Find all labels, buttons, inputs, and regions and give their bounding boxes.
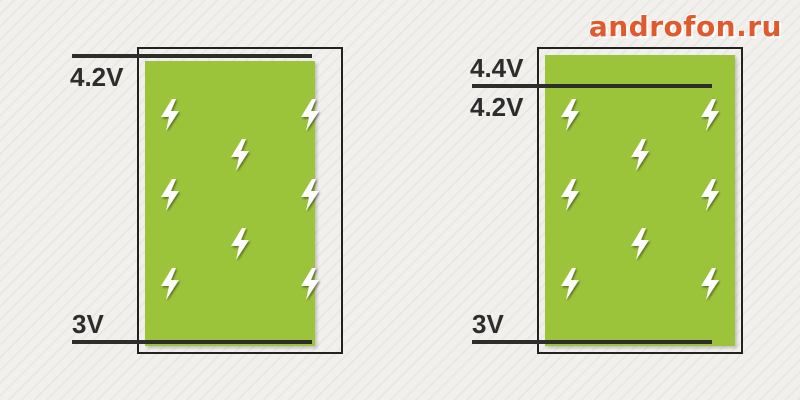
right-mid-voltage-label: 4.2V <box>470 92 524 122</box>
lightning-bolt-icon <box>157 178 183 212</box>
left-top-voltage-label: 4.2V <box>70 62 124 92</box>
right-top-voltage-label: 4.4V <box>470 53 524 83</box>
watermark-logo: androfon.ru <box>588 10 782 43</box>
left-bottom-voltage-line <box>72 340 312 344</box>
lightning-bolt-icon <box>697 267 723 301</box>
lightning-bolt-icon <box>557 98 583 132</box>
lightning-bolt-icon <box>297 178 323 212</box>
right-bottom-voltage-label: 3V <box>472 309 504 339</box>
left-battery-outline <box>137 47 343 354</box>
lightning-bolt-icon <box>557 267 583 301</box>
right-bottom-voltage-line <box>472 340 712 344</box>
right-mid-voltage-line <box>472 84 712 88</box>
right-battery-outline <box>537 47 743 354</box>
lightning-bolt-icon <box>227 138 253 172</box>
lightning-bolt-icon <box>697 98 723 132</box>
lightning-bolt-icon <box>557 178 583 212</box>
lightning-bolt-icon <box>157 267 183 301</box>
lightning-bolt-icon <box>157 98 183 132</box>
left-bottom-voltage-label: 3V <box>72 309 104 339</box>
right-battery-fill <box>545 55 735 346</box>
lightning-bolt-icon <box>297 98 323 132</box>
lightning-bolt-icon <box>627 227 653 261</box>
lightning-bolt-icon <box>297 267 323 301</box>
left-top-voltage-line <box>72 54 312 58</box>
lightning-bolt-icon <box>697 178 723 212</box>
left-battery-fill <box>145 61 315 346</box>
lightning-bolt-icon <box>227 227 253 261</box>
lightning-bolt-icon <box>627 138 653 172</box>
